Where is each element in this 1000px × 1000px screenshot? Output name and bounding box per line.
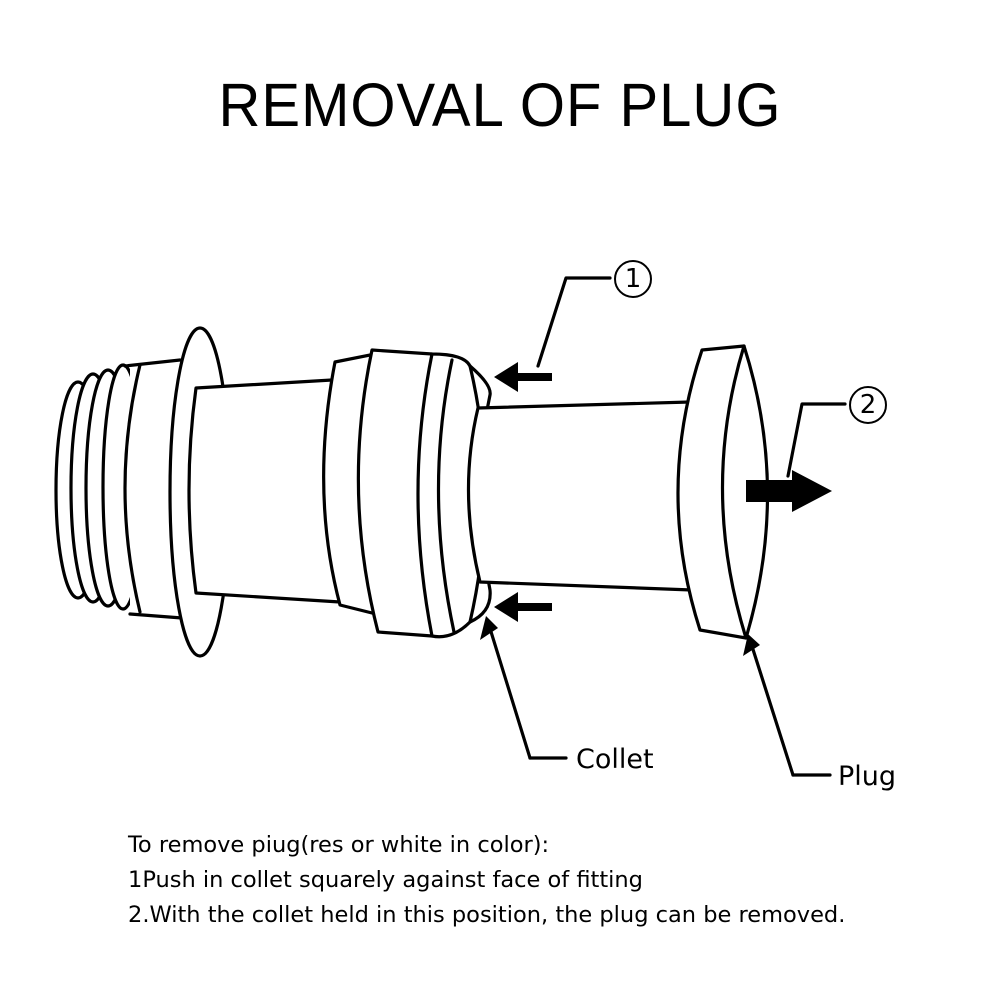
leader-arrowheads (480, 616, 760, 656)
body-tube (187, 378, 342, 604)
leader-lines (486, 276, 847, 777)
push-arrow-bottom (494, 592, 552, 622)
plug-label: Plug (838, 761, 897, 792)
collet-label: Collet (576, 744, 654, 775)
collet-housing (322, 348, 492, 639)
plug-cap (676, 344, 770, 640)
push-arrow-top (494, 362, 552, 392)
instruction-step: 1Push in collet squarely against face of… (128, 867, 643, 893)
step-2-marker: 2 (849, 386, 887, 424)
instructions: To remove piug(res or white in color): 1… (128, 828, 845, 933)
instruction-step: 2.With the collet held in this position,… (128, 902, 846, 928)
pull-arrow (746, 470, 832, 512)
instructions-heading: To remove piug(res or white in color): (128, 832, 550, 858)
page-title: REMOVAL OF PLUG (218, 71, 782, 140)
plug-stem (466, 400, 694, 592)
step-1-marker: 1 (614, 260, 652, 298)
